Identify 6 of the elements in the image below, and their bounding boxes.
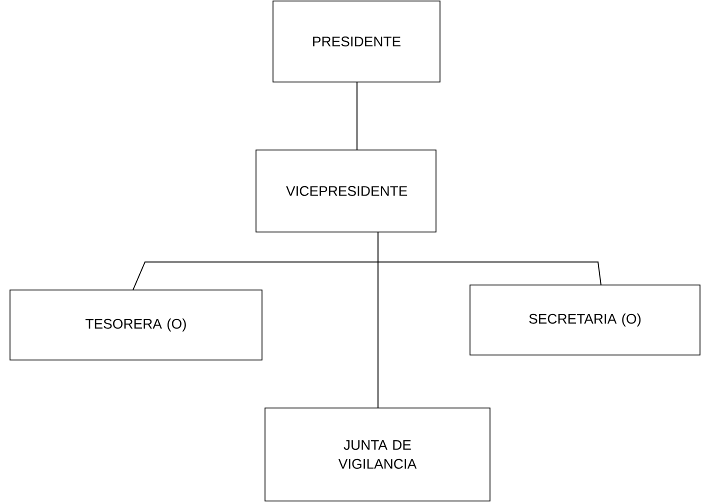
- org-box: VICEPRESIDENTE: [256, 150, 436, 232]
- connector-line: [356, 81, 358, 150]
- org-box: PRESIDENTE: [272, 0, 440, 82]
- org-box: JUNTA DE VIGILANCIA: [264, 408, 490, 502]
- org-box: TESORERA (O): [10, 290, 262, 360]
- org-box: SECRETARIA (O): [470, 284, 700, 356]
